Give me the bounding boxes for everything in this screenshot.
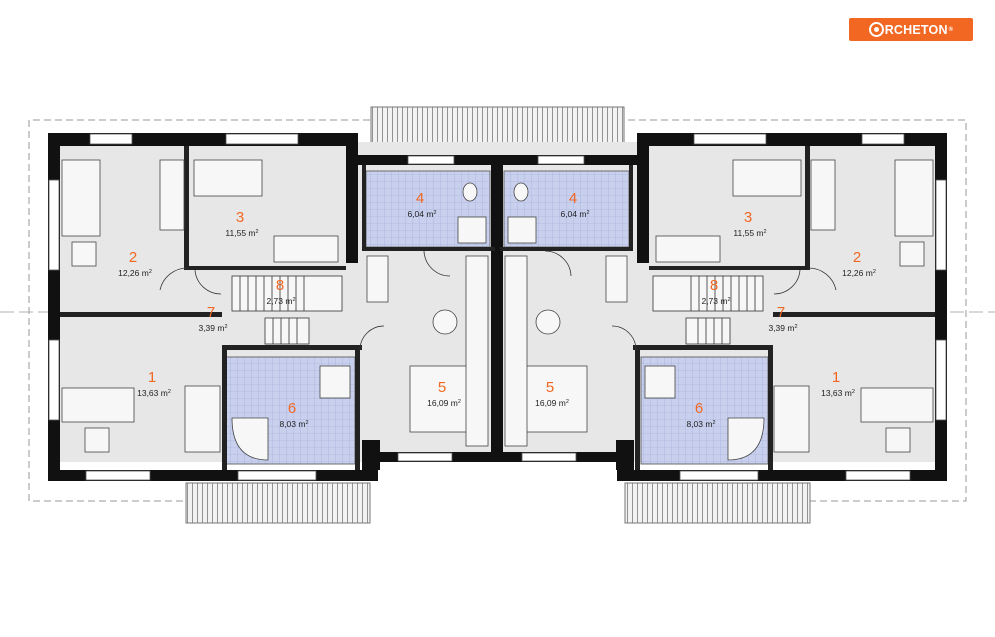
- room-area: 11,55 m2: [733, 228, 766, 238]
- area-unit-power: 2: [712, 420, 715, 426]
- area-unit-power: 2: [458, 399, 461, 405]
- room-area: 12,26 m2: [118, 268, 152, 278]
- registered-mark: ®: [948, 26, 954, 33]
- room-label-right-8: 8 2,73 m2: [701, 277, 730, 306]
- room-area: 16,09 m2: [535, 398, 569, 408]
- room-number: 8: [276, 277, 284, 294]
- room-area: 6,04 m2: [407, 209, 436, 219]
- room-label-right-2: 212,26 m2: [842, 249, 876, 278]
- room-labels: 113,63 m2 212,26 m2 311,55 m2 46,04 m2 5…: [118, 190, 876, 429]
- room-number: 4: [569, 190, 577, 207]
- area-unit-power: 2: [586, 210, 589, 216]
- party-wall: [491, 160, 503, 462]
- room-label-left-5: 5 16,09 m2: [427, 379, 461, 408]
- room-label-right-3: 3 11,55 m2: [733, 209, 766, 238]
- furniture: [61, 159, 934, 461]
- area-unit-power: 2: [256, 229, 259, 235]
- area-unit-power: 2: [224, 324, 227, 330]
- room-label-left-8: 8 2,73 m2: [266, 277, 295, 306]
- room-label-right-1: 1 13,63 m2: [821, 369, 855, 398]
- area-unit-power: 2: [305, 420, 308, 426]
- room-area: 6,04 m2: [560, 209, 589, 219]
- room-number: 4: [416, 190, 424, 207]
- stairs: [231, 275, 764, 345]
- room-label-left-2: 212,26 m2: [118, 249, 152, 278]
- room-area: 8,03 m2: [686, 419, 715, 429]
- room-label-left-1: 1 13,63 m2: [137, 369, 171, 398]
- room-number: 1: [148, 369, 156, 386]
- interior-walls: [60, 146, 935, 470]
- area-unit-power: 2: [852, 389, 855, 395]
- room-label-right-7: 7 3,39 m2: [768, 304, 797, 333]
- room-area: 3,39 m2: [768, 323, 797, 333]
- room-label-left-4: 4 6,04 m2: [407, 190, 436, 219]
- room-label-right-4: 4 6,04 m2: [560, 190, 589, 219]
- room-area: 2,73 m2: [266, 296, 295, 306]
- logo-a-mark: [868, 22, 884, 37]
- area-unit-power: 2: [433, 210, 436, 216]
- room-label-left-3: 3 11,55 m2: [225, 209, 258, 238]
- area-unit-power: 2: [873, 269, 876, 275]
- area-unit-power: 2: [149, 269, 152, 275]
- room-label-left-6: 6 8,03 m2: [279, 400, 308, 429]
- room-number: 3: [744, 209, 752, 226]
- room-area: 16,09 m2: [427, 398, 461, 408]
- room-number: 5: [438, 379, 446, 396]
- room-area: 8,03 m2: [279, 419, 308, 429]
- area-unit-power: 2: [292, 297, 295, 303]
- room-number: 6: [288, 400, 296, 417]
- room-area: 13,63 m2: [137, 388, 171, 398]
- room-area: 3,39 m2: [198, 323, 227, 333]
- room-number: 3: [236, 209, 244, 226]
- room-number: 5: [546, 379, 554, 396]
- logo-text: RCHETON: [884, 22, 948, 37]
- room-number: 6: [695, 400, 703, 417]
- room-number: 7: [777, 304, 785, 321]
- room-number: 7: [207, 304, 215, 321]
- doors: [159, 250, 837, 351]
- room-area: 2,73 m2: [701, 296, 730, 306]
- room-label-right-5: 5 16,09 m2: [535, 379, 569, 408]
- area-unit-power: 2: [168, 389, 171, 395]
- area-unit-power: 2: [764, 229, 767, 235]
- area-unit-power: 2: [727, 297, 730, 303]
- room-number: 1: [832, 369, 840, 386]
- room-number: 2: [129, 249, 137, 266]
- room-label-right-6: 6 8,03 m2: [686, 400, 715, 429]
- room-number: 8: [710, 277, 718, 294]
- room-number: 2: [853, 249, 861, 266]
- area-unit-power: 2: [566, 399, 569, 405]
- room-area: 11,55 m2: [225, 228, 258, 238]
- area-unit-power: 2: [794, 324, 797, 330]
- windows: [48, 133, 947, 481]
- room-area: 12,26 m2: [842, 268, 876, 278]
- archeton-logo: RCHETON®: [849, 18, 973, 41]
- room-area: 13,63 m2: [821, 388, 855, 398]
- balconies: [185, 106, 811, 524]
- room-label-left-7: 7 3,39 m2: [198, 304, 227, 333]
